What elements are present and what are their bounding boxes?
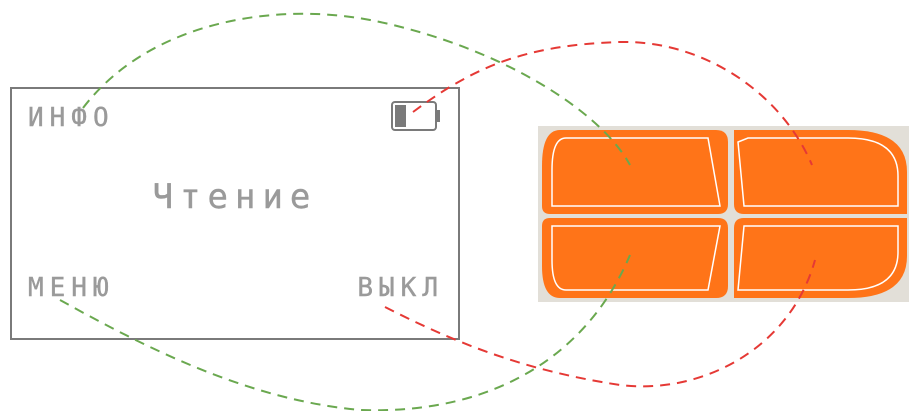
- top-left-key[interactable]: [542, 130, 728, 214]
- status-label: Чтение: [152, 177, 318, 217]
- top-right-key[interactable]: [734, 130, 907, 214]
- connector-menu-to-bottom-left-key: [59, 254, 631, 411]
- keypad-drawing: [542, 130, 907, 298]
- top-left-key-outline: [551, 137, 721, 207]
- menu-label: МЕНЮ: [28, 273, 115, 303]
- info-label: ИНФО: [28, 103, 115, 133]
- bottom-left-key-outline: [551, 225, 721, 291]
- lcd-screen: ИНФО Чтение МЕНЮ ВЫКЛ: [10, 87, 460, 340]
- keypad-photo: [538, 126, 909, 302]
- connector-info-to-top-left-key: [82, 12, 631, 166]
- off-label: ВЫКЛ: [357, 273, 444, 303]
- battery-low-icon: [391, 101, 440, 131]
- bottom-right-key[interactable]: [734, 218, 907, 298]
- connector-off-to-bottom-right-key: [384, 259, 816, 388]
- connector-battery-to-top-right-key: [412, 40, 813, 166]
- bottom-left-key[interactable]: [542, 218, 728, 298]
- bottom-right-key-outline: [737, 225, 899, 291]
- top-right-key-outline: [737, 137, 899, 207]
- battery-level-bar: [395, 105, 406, 127]
